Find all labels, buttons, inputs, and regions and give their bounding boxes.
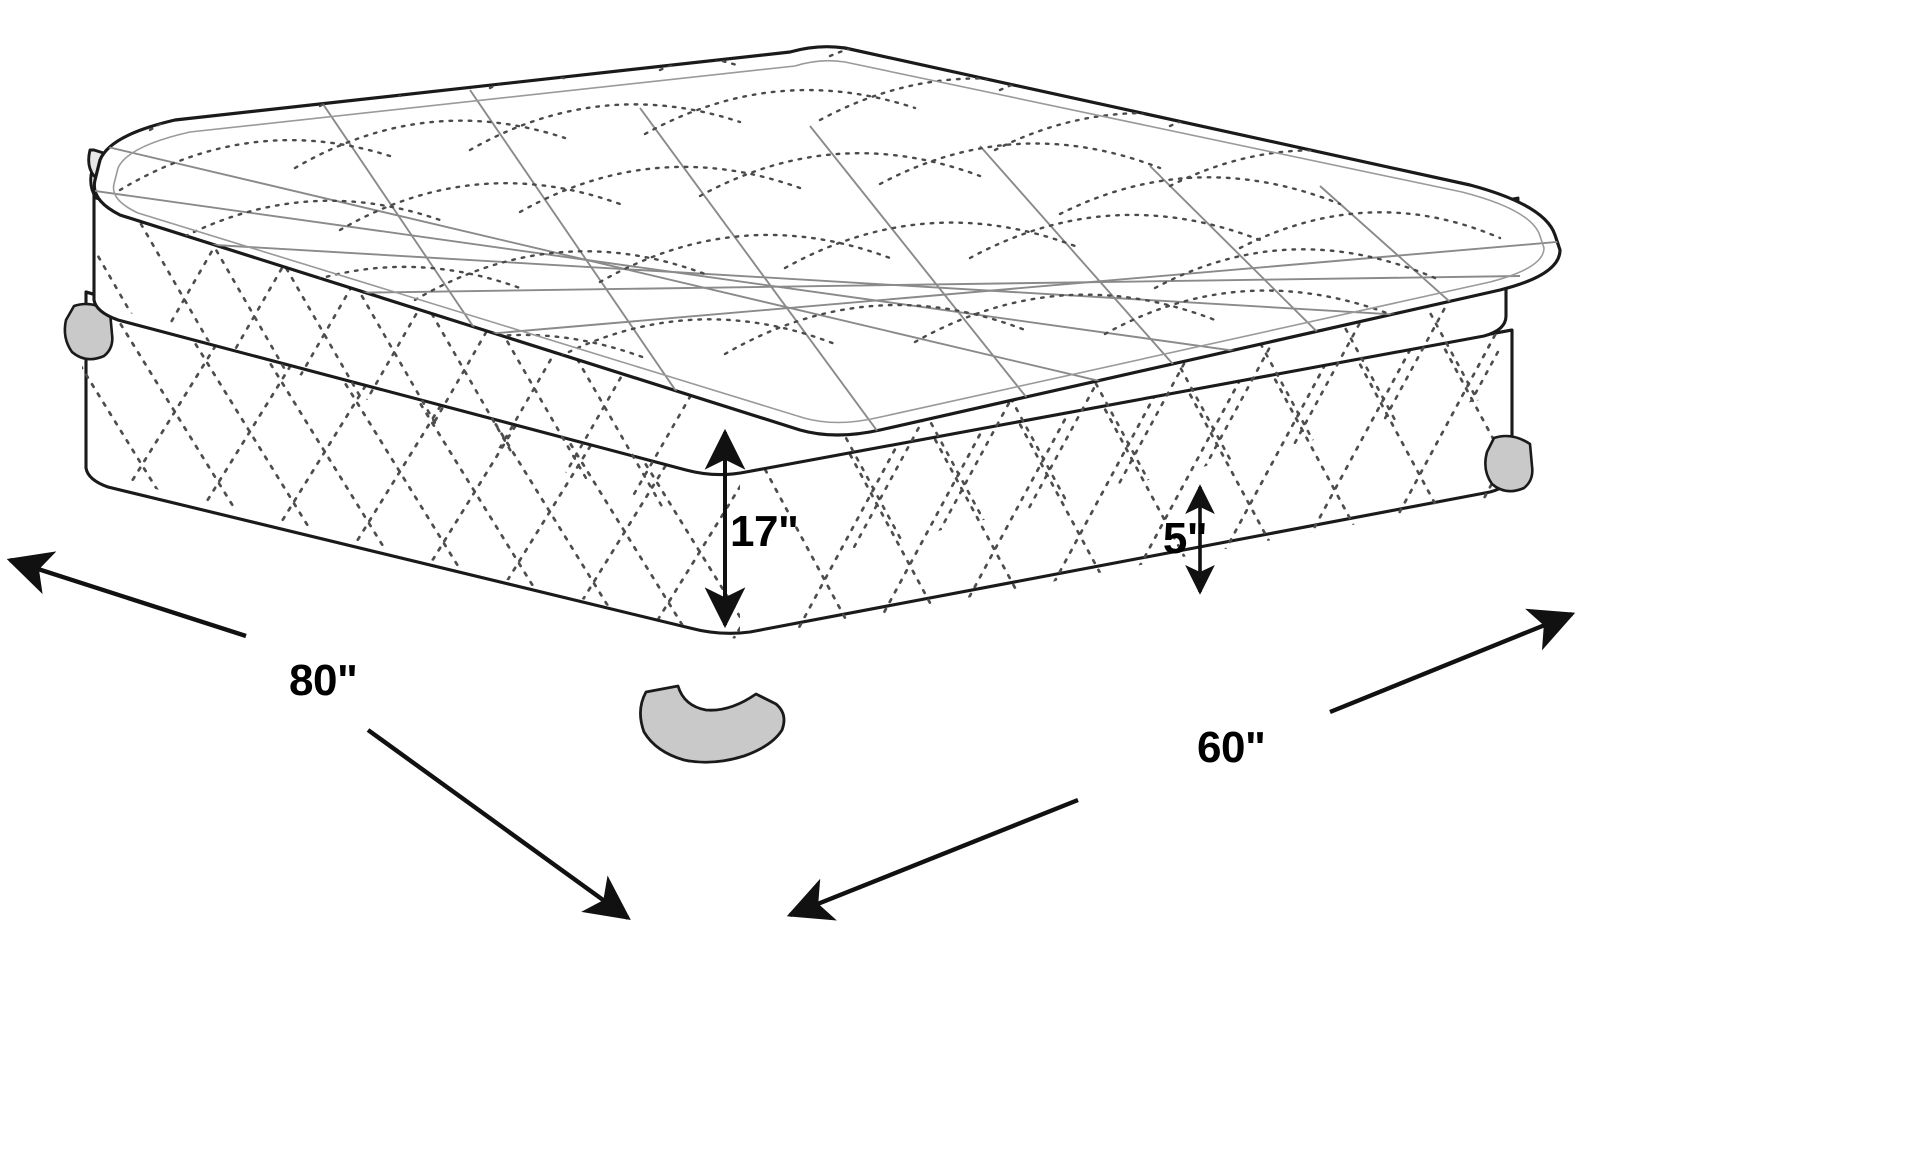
dimension-label-5: 5" [1163,514,1207,563]
pillow-top-group [87,45,1562,437]
dimension-width: 60" [786,608,1576,921]
corner-guard-front [639,684,786,764]
dimension-arrow-80-upper [6,551,247,639]
dimension-arrow-60-lower [786,797,1079,921]
dimension-arrow-80-lower [366,728,631,921]
dimension-mattress-height: 17" [704,428,799,629]
dimension-foundation-height: 5" [1163,484,1215,595]
top-inner-seam [112,59,1545,424]
dimension-label-17: 17" [730,507,798,556]
mattress-top-surface [92,45,1562,437]
dimension-arrow-60-upper [1329,608,1576,715]
dimension-length: 80" [6,551,631,921]
dimension-label-60: 60" [1197,723,1265,772]
corner-guard-right [1484,434,1534,493]
dimension-label-80: 80" [289,656,357,705]
